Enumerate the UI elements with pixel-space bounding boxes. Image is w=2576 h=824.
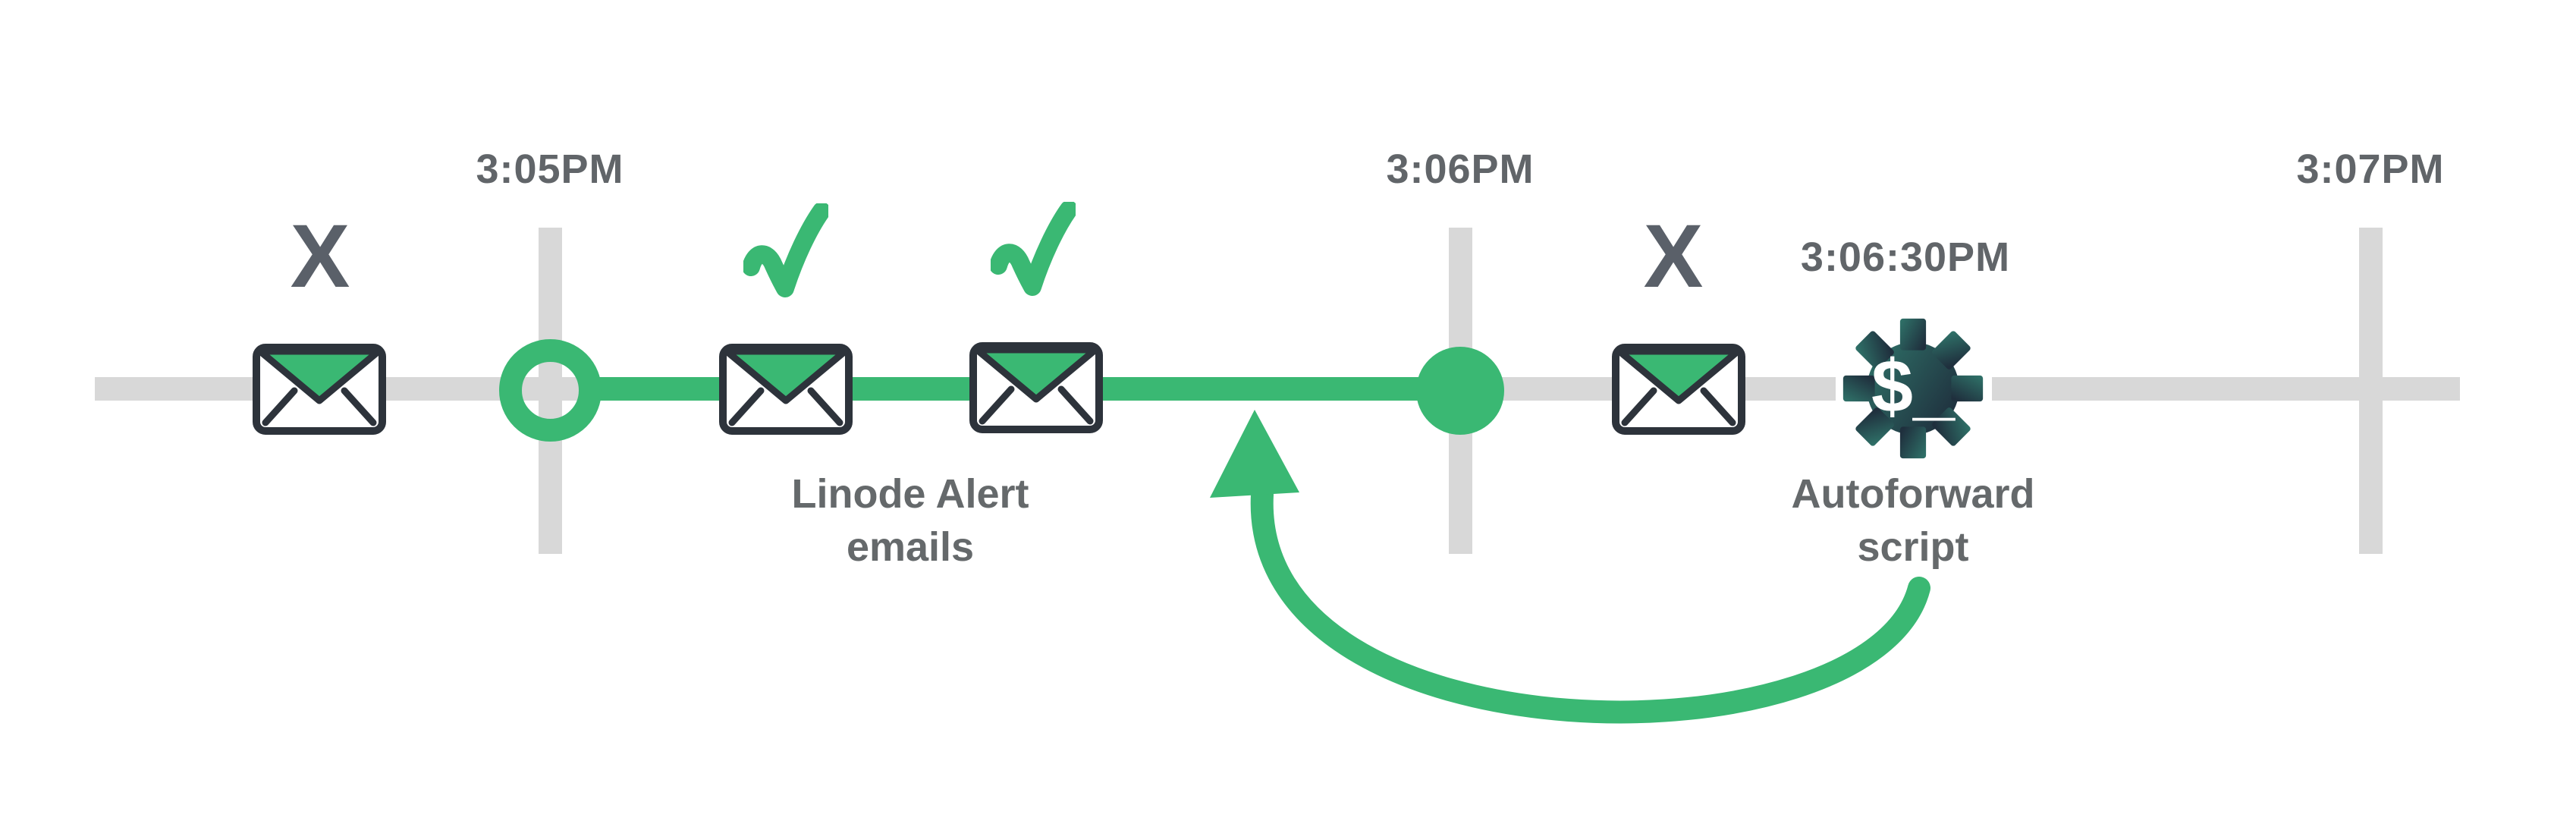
filled-circle-marker (1416, 347, 1504, 435)
x-mark: X (290, 206, 350, 307)
shell-prompt-text: $_ (1871, 344, 1956, 427)
caption-autoforward-script: Autoforward script (1723, 467, 2103, 574)
timestamp-3-07pm: 3:07PM (2296, 146, 2445, 192)
checkmark-icon (743, 203, 828, 297)
envelope-icon (1612, 344, 1745, 435)
caption-line: Linode Alert (791, 471, 1029, 517)
open-circle-marker (499, 339, 602, 442)
envelope-icon (969, 342, 1103, 433)
timestamp-3-05pm: 3:05PM (476, 146, 624, 192)
tick-3-07pm (2359, 228, 2383, 554)
caption-linode-alert-emails: Linode Alert emails (721, 467, 1100, 574)
checkmark-icon (991, 202, 1076, 296)
gear-icon: $_ (1842, 318, 1984, 459)
timestamp-3-06-30pm: 3:06:30PM (1800, 234, 2011, 280)
envelope-icon (719, 344, 853, 435)
caption-line: Autoforward (1791, 471, 2035, 517)
x-mark: X (1643, 206, 1704, 307)
caption-line: script (1857, 524, 1969, 570)
timestamp-3-06pm: 3:06PM (1386, 146, 1535, 192)
envelope-icon (253, 344, 386, 435)
caption-line: emails (846, 524, 975, 570)
